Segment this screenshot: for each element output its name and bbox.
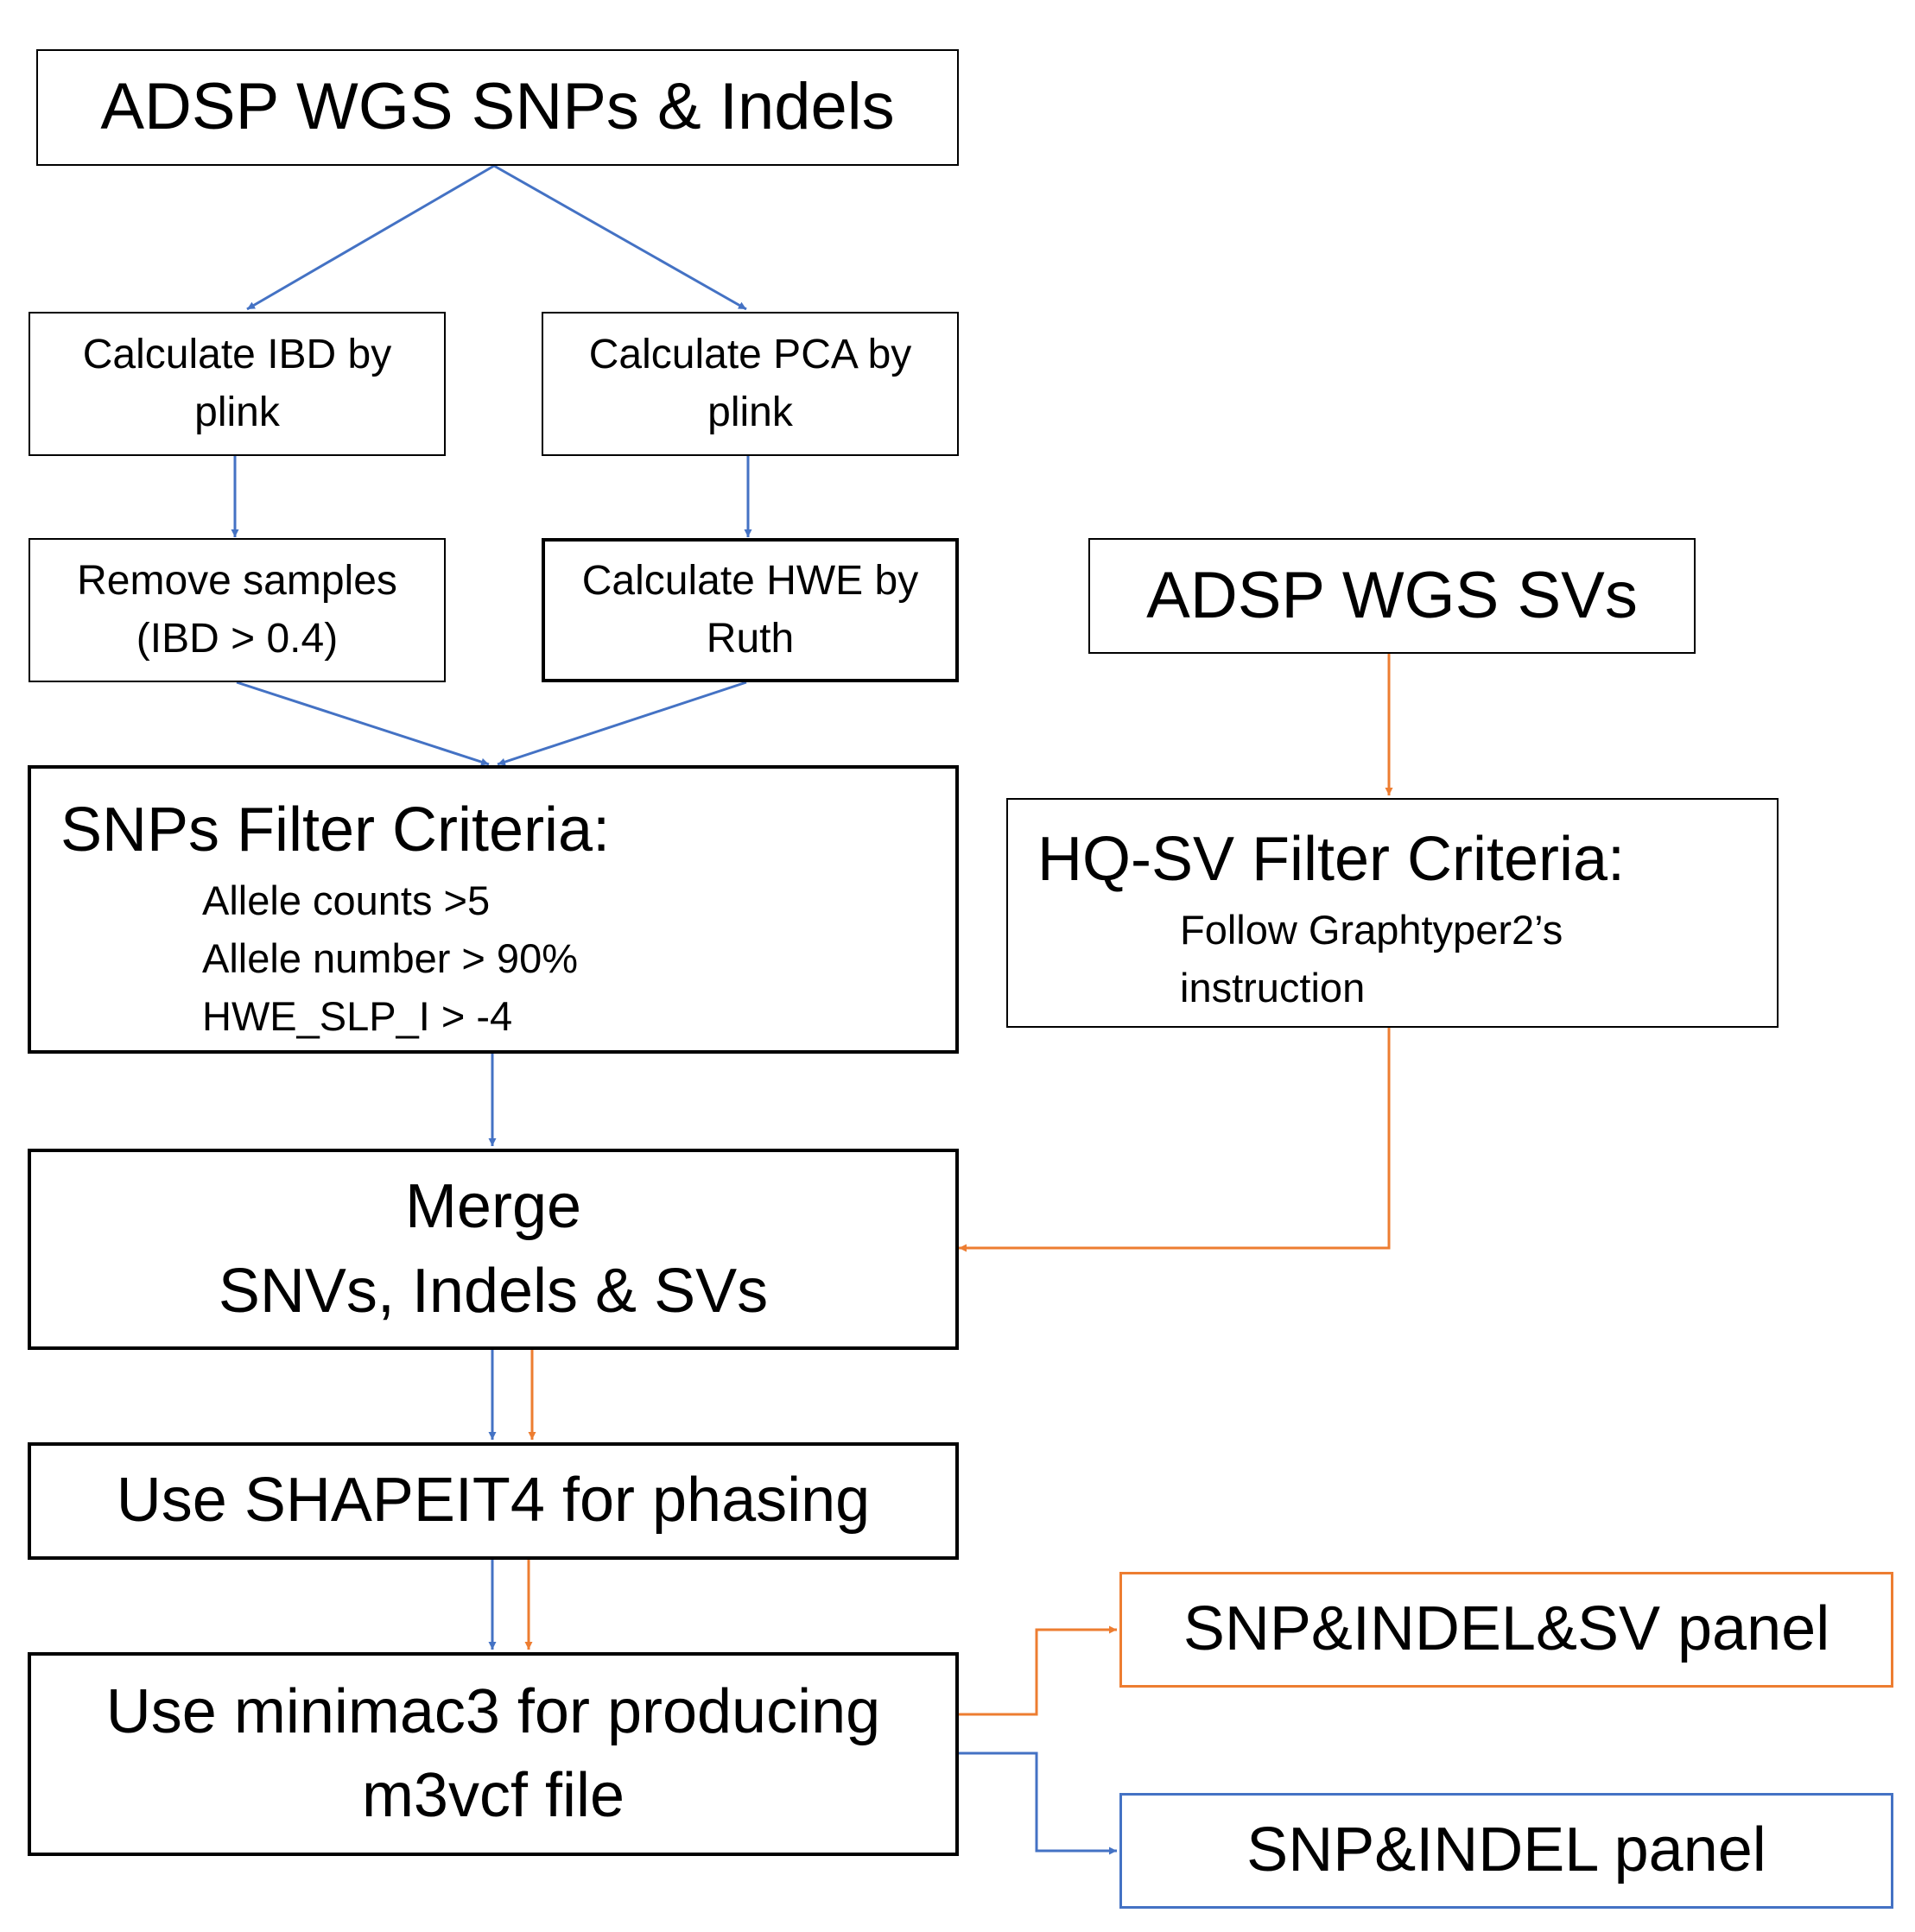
node-adsp-svs-label: ADSP WGS SVs: [1146, 558, 1638, 632]
sv-filter-items: Follow Graphtyper2’s instruction: [1180, 902, 1563, 1017]
node-shapeit-phasing: Use SHAPEIT4 for phasing: [28, 1442, 959, 1560]
node-shapeit-label: Use SHAPEIT4 for phasing: [116, 1466, 871, 1536]
sv-filter-item: instruction: [1180, 965, 1366, 1011]
node-merge-line2: SNVs, Indels & SVs: [218, 1256, 769, 1326]
snps-filter-item: Allele number > 90%: [202, 935, 579, 982]
node-snp-indel-panel: SNP&INDEL panel: [1119, 1793, 1893, 1909]
edge-snps-to-ibd: [246, 164, 495, 311]
node-adsp-svs: ADSP WGS SVs: [1088, 538, 1696, 654]
node-calc-hwe-line2: Ruth: [706, 615, 795, 662]
node-minimac-line1: Use minimac3 for producing: [105, 1676, 881, 1746]
snps-filter-item: Allele counts >5: [202, 877, 491, 924]
node-minimac-m3vcf: Use minimac3 for producing m3vcf file: [28, 1652, 959, 1856]
sv-filter-title: HQ-SV Filter Criteria:: [1037, 825, 1626, 894]
edge-remove-to-filter: [236, 681, 490, 766]
node-snps-filter-criteria: SNPs Filter Criteria: Allele counts >5 A…: [28, 765, 959, 1054]
node-remove-samples-line2: (IBD > 0.4): [136, 615, 339, 662]
node-snp-indel-sv-panel: SNP&INDEL&SV panel: [1119, 1572, 1893, 1688]
node-remove-samples: Remove samples (IBD > 0.4): [29, 538, 446, 682]
node-snp-indel-panel-label: SNP&INDEL panel: [1246, 1815, 1766, 1885]
node-snp-indel-sv-panel-label: SNP&INDEL&SV panel: [1183, 1594, 1830, 1664]
snps-filter-title: SNPs Filter Criteria:: [60, 795, 611, 865]
node-calc-ibd-line1: Calculate IBD by: [82, 332, 392, 378]
node-calc-hwe-line1: Calculate HWE by: [581, 558, 919, 605]
edge-snps-to-pca: [493, 164, 747, 311]
edge-minimac-to-snppanel: [959, 1751, 1117, 1855]
node-calc-pca: Calculate PCA by plink: [542, 312, 959, 456]
edge-svfilter-to-merge: [959, 1028, 1391, 1252]
node-calc-ibd-line2: plink: [194, 389, 280, 435]
snps-filter-item: HWE_SLP_I > -4: [202, 992, 513, 1039]
node-adsp-snps-indels: ADSP WGS SNPs & Indels: [36, 49, 959, 166]
node-calc-pca-line1: Calculate PCA by: [588, 332, 912, 378]
node-calc-pca-line2: plink: [707, 389, 793, 435]
edge-minimac-to-svpanel: [959, 1625, 1117, 1716]
snps-filter-items: Allele counts >5 Allele number > 90% HWE…: [202, 872, 578, 1045]
node-adsp-snps-indels-label: ADSP WGS SNPs & Indels: [100, 70, 895, 144]
node-merge: Merge SNVs, Indels & SVs: [28, 1149, 959, 1350]
node-minimac-line2: m3vcf file: [361, 1761, 625, 1830]
edge-hwe-to-filter: [497, 681, 747, 766]
node-calc-ibd: Calculate IBD by plink: [29, 312, 446, 456]
sv-filter-item: Follow Graphtyper2’s: [1180, 907, 1563, 953]
node-merge-line1: Merge: [404, 1172, 582, 1242]
node-calc-hwe: Calculate HWE by Ruth: [542, 538, 959, 682]
node-hq-sv-filter-criteria: HQ-SV Filter Criteria: Follow Graphtyper…: [1006, 798, 1779, 1028]
node-remove-samples-line1: Remove samples: [77, 558, 397, 605]
